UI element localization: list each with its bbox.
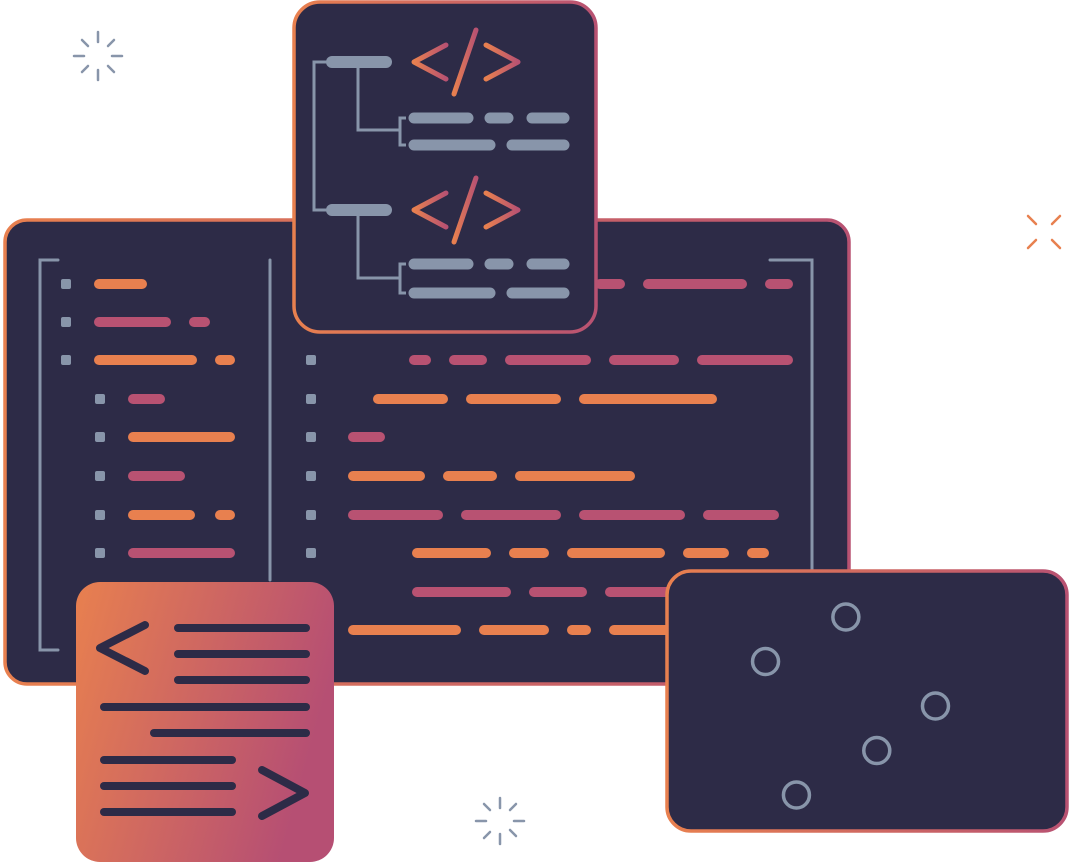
document-code-icon — [76, 582, 334, 862]
file-tree-item — [61, 317, 210, 327]
slider-handle[interactable] — [862, 735, 892, 766]
file-tree-item — [95, 471, 185, 481]
file-tree-item — [95, 510, 235, 520]
code-line — [306, 510, 779, 520]
file-tree-item — [61, 279, 147, 289]
file-tree — [61, 279, 235, 558]
slider[interactable] — [708, 735, 1027, 766]
slider-handle[interactable] — [781, 780, 812, 810]
code-tag-icon — [411, 27, 521, 97]
chevron-left-icon — [96, 621, 149, 675]
file-tree-item — [95, 548, 235, 558]
tree-connector — [398, 262, 406, 295]
code-line — [306, 355, 793, 365]
slider-handle[interactable] — [750, 646, 781, 677]
code-line — [306, 432, 385, 442]
slider[interactable] — [708, 691, 1027, 721]
dom-tree-card — [292, 0, 598, 334]
tree-connector — [312, 60, 328, 212]
code-line — [306, 548, 769, 558]
tree-connector — [356, 68, 400, 132]
chevron-right-icon — [258, 766, 309, 820]
tree-connector — [398, 116, 406, 147]
tree-connector — [356, 216, 400, 280]
slider-handle[interactable] — [831, 602, 861, 632]
sparkle-icon — [474, 796, 526, 846]
code-line — [306, 394, 717, 404]
slider[interactable] — [708, 646, 1027, 677]
slider[interactable] — [708, 602, 1027, 632]
sparkle-icon — [72, 30, 124, 82]
file-tree-item — [95, 432, 235, 442]
slider[interactable] — [708, 780, 1027, 810]
code-editor-window — [3, 218, 851, 686]
code-tag-icon — [411, 175, 521, 245]
file-tree-item — [61, 355, 235, 365]
file-tree-item — [95, 394, 165, 404]
settings-sliders-card — [665, 569, 1069, 833]
slider-group — [708, 602, 1027, 810]
slider-handle[interactable] — [920, 691, 951, 721]
sparkle-icon — [1026, 214, 1062, 250]
code-lines — [306, 279, 793, 635]
code-line — [306, 471, 635, 481]
file-tree-bracket — [38, 258, 60, 652]
